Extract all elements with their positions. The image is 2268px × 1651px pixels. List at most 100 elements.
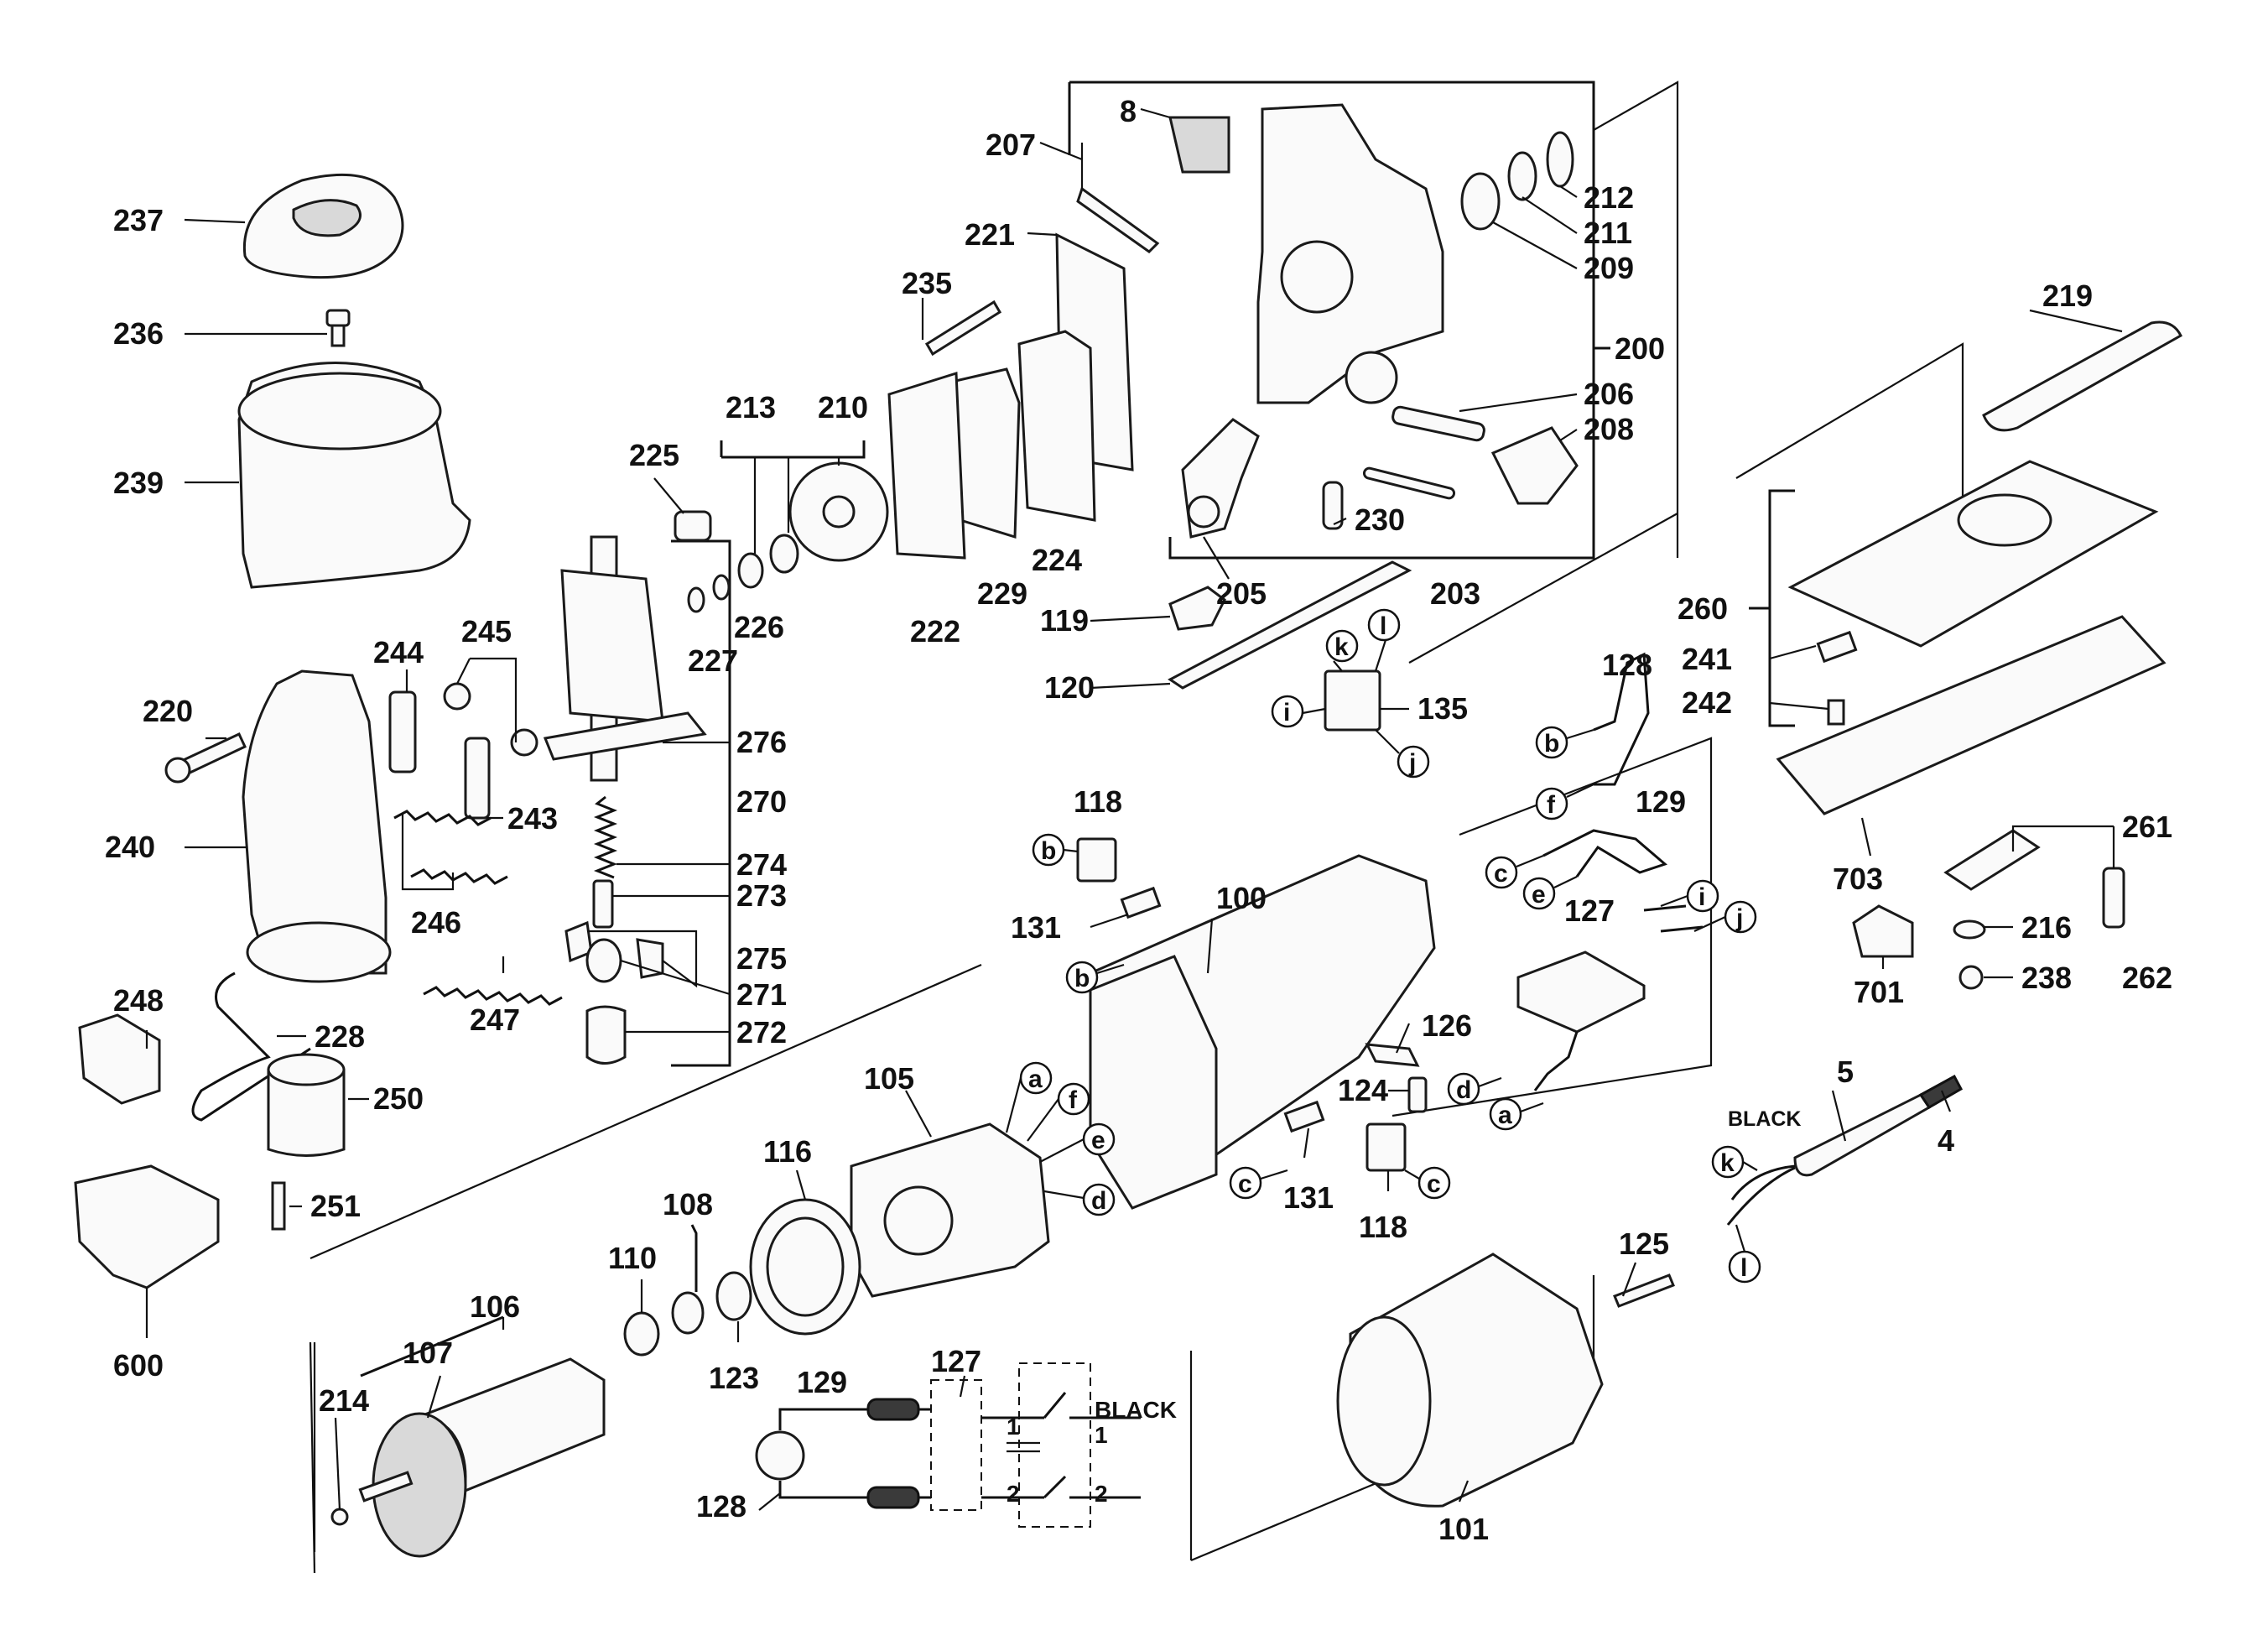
- label-243: 243: [507, 801, 558, 836]
- bubble-e-105: e: [1082, 1122, 1116, 1156]
- bubble-l-cord: l: [1728, 1250, 1761, 1284]
- coil-upper: [866, 1398, 920, 1421]
- part-238-screw: [1958, 965, 1984, 990]
- part-207-screw: [1076, 186, 1160, 253]
- part-242-screw: [1827, 699, 1845, 726]
- part-213-bearing-a: [769, 534, 799, 574]
- part-230-pin: [1322, 481, 1344, 530]
- wire-128: [1593, 652, 1650, 786]
- part-209-bearing: [1460, 172, 1501, 231]
- label-118-lower: 118: [1359, 1210, 1407, 1244]
- label-106: 106: [470, 1289, 520, 1324]
- wire-129: [1542, 829, 1667, 878]
- bubble-i-127: i: [1686, 879, 1719, 913]
- part-214-ring: [330, 1508, 349, 1526]
- label-229: 229: [977, 576, 1027, 611]
- label-236: 236: [113, 316, 164, 351]
- part-127-switch: [1516, 950, 1646, 1034]
- part-241-nut: [1816, 630, 1858, 664]
- label-5: 5: [1837, 1055, 1854, 1089]
- label-209: 209: [1584, 251, 1634, 285]
- label-4: 4: [1938, 1123, 1954, 1158]
- label-251: 251: [310, 1189, 361, 1223]
- label-275: 275: [736, 941, 787, 976]
- label-210: 210: [818, 390, 868, 424]
- label-212: 212: [1584, 180, 1634, 215]
- part-274-rod: [593, 795, 618, 879]
- wire-assemblies: [1533, 652, 1704, 1091]
- bubble-l-upper: l: [1367, 608, 1401, 642]
- svg-text:b: b: [1041, 837, 1056, 865]
- part-703-shoe: [1776, 615, 2167, 815]
- label-108: 108: [663, 1187, 713, 1221]
- part-200-housing: [1256, 103, 1444, 404]
- label-701: 701: [1854, 975, 1904, 1009]
- part-206-pin: [1391, 405, 1485, 442]
- label-222: 222: [910, 614, 960, 648]
- label-101: 101: [1438, 1512, 1489, 1546]
- label-208: 208: [1584, 412, 1634, 446]
- part-4-cord: [1918, 1074, 1964, 1110]
- part-251-screw: [271, 1181, 286, 1231]
- label-213: 213: [726, 390, 776, 424]
- label-242: 242: [1682, 685, 1732, 720]
- part-273-screw: [592, 879, 614, 929]
- part-600-guard: [74, 1164, 220, 1289]
- label-207: 207: [986, 128, 1036, 162]
- part-203-pin: [1362, 466, 1456, 500]
- label-272: 272: [736, 1015, 787, 1049]
- label-205: 205: [1216, 576, 1267, 611]
- part-226-washer: [712, 574, 731, 601]
- label-8: 8: [1120, 94, 1137, 128]
- bubble-d-126: d: [1447, 1072, 1480, 1106]
- bubble-c-129: c: [1485, 856, 1518, 889]
- connector-bubbles: k l i j b f c e i j b b d a c c a f e d …: [1005, 608, 1761, 1284]
- label-239: 239: [113, 466, 164, 500]
- label-225: 225: [629, 438, 679, 472]
- label-116: 116: [763, 1134, 812, 1169]
- label-125: 125: [1619, 1227, 1669, 1261]
- label-119: 119: [1040, 603, 1089, 638]
- part-260-base: [1787, 460, 2159, 648]
- part-119-button: [1168, 586, 1226, 631]
- svg-text:f: f: [1069, 1086, 1078, 1114]
- part-219-lever: [1982, 320, 2182, 432]
- label-260: 260: [1678, 591, 1728, 626]
- bubble-e-129: e: [1522, 877, 1556, 910]
- label-230: 230: [1355, 503, 1405, 537]
- label-switch-2a: 2: [1007, 1481, 1020, 1507]
- label-switch-1a: 1: [1007, 1414, 1020, 1440]
- label-206: 206: [1584, 377, 1634, 411]
- label-245: 245: [461, 614, 512, 648]
- label-switch-2b: 2: [1095, 1481, 1108, 1507]
- svg-text:k: k: [1720, 1149, 1735, 1177]
- svg-text:l: l: [1380, 612, 1386, 640]
- svg-text:f: f: [1547, 791, 1556, 819]
- part-135-switch: [1324, 669, 1381, 732]
- bubble-b-128: b: [1535, 726, 1568, 759]
- label-276: 276: [736, 725, 787, 759]
- part-243-clip: [464, 737, 491, 820]
- label-127-upper: 127: [1564, 893, 1615, 928]
- label-135: 135: [1418, 691, 1468, 726]
- part-240-housing: [242, 669, 388, 975]
- label-100: 100: [1216, 881, 1267, 915]
- part-216-washer: [1953, 919, 1986, 940]
- part-shapes: [74, 103, 2182, 1558]
- part-123-ring: [715, 1271, 752, 1321]
- label-600: 600: [113, 1348, 164, 1383]
- part-272-chuck: [585, 1005, 627, 1065]
- coil-lower: [866, 1486, 920, 1509]
- bubble-b-131: b: [1065, 961, 1099, 994]
- bubble-k-upper: k: [1325, 629, 1359, 663]
- part-110-bearing: [623, 1311, 660, 1357]
- bubble-j-127: j: [1724, 900, 1757, 934]
- label-107: 107: [403, 1336, 453, 1370]
- svg-text:c: c: [1494, 860, 1508, 888]
- label-200: 200: [1615, 331, 1665, 366]
- label-black-cord: BLACK: [1728, 1107, 1802, 1131]
- part-120-bar: [1168, 560, 1412, 690]
- part-124-screw: [1407, 1076, 1428, 1113]
- svg-text:b: b: [1544, 730, 1559, 758]
